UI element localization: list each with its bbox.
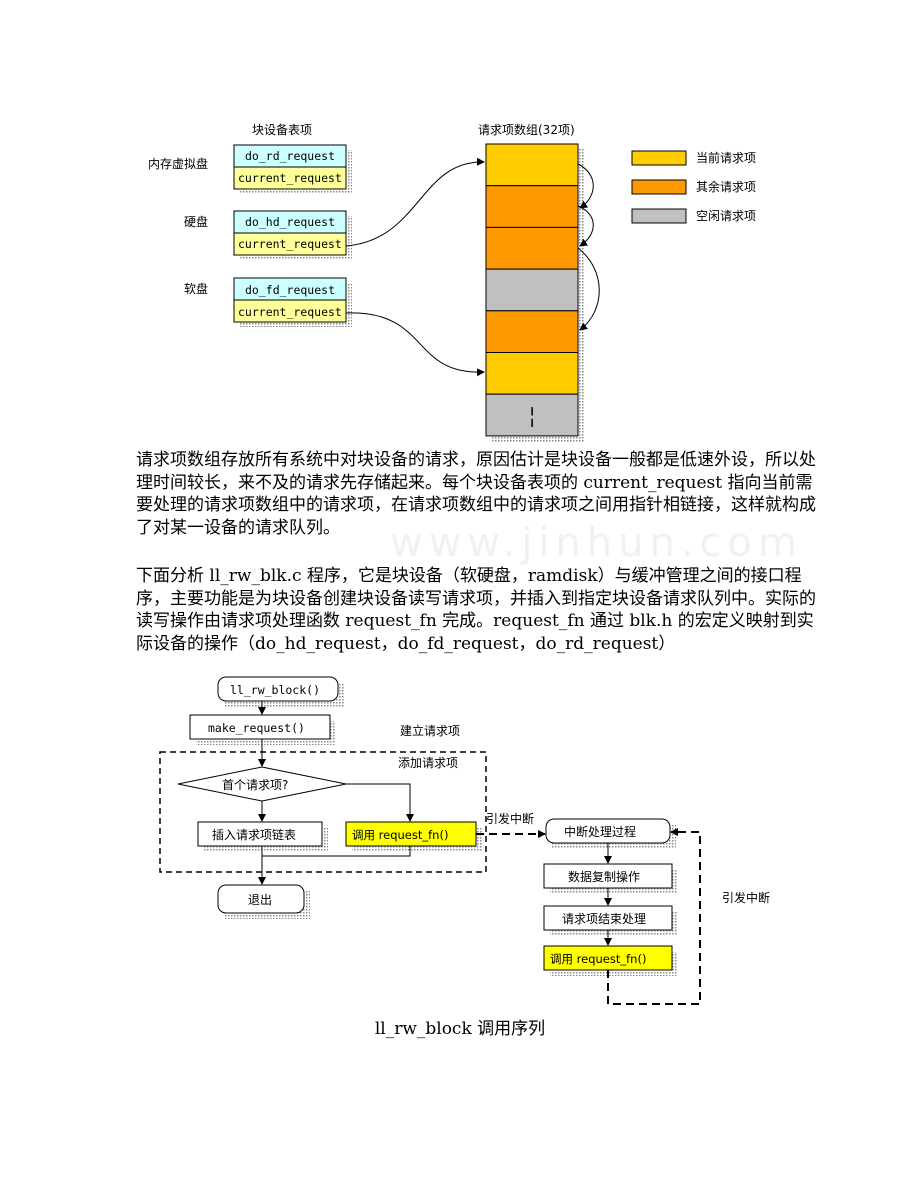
make-request-label: make_request()	[208, 721, 305, 735]
setup-request-label: 建立请求项	[400, 723, 460, 738]
device-entry-harddisk: 硬盘 do_hd_request current_request	[184, 210, 352, 260]
make-request-node	[189, 714, 331, 740]
request-array-diagram: 块设备表项 内存虚拟盘 do_rd_request current_reques…	[148, 122, 756, 443]
call-request-fn-node	[345, 821, 477, 847]
request-array-cell-other	[485, 310, 579, 354]
current-request-label: current_request	[238, 171, 342, 185]
exit-node	[217, 884, 305, 914]
request-array-cell-current	[485, 352, 579, 395]
device-label: 内存虚拟盘	[148, 156, 208, 171]
device-entry-ramdisk: 内存虚拟盘 do_rd_request current_request	[148, 144, 352, 194]
raise-interrupt-label-2: 引发中断	[722, 890, 770, 905]
current-cell	[233, 299, 347, 323]
request-array-cell-free	[485, 393, 579, 437]
legend-label-free: 空闲请求项	[696, 209, 756, 223]
device-label: 硬盘	[184, 214, 208, 229]
call-request-fn-label: 调用 request_fn()	[352, 828, 448, 842]
request-array-title: 请求项数组(32项)	[478, 122, 575, 137]
current-request-label: current_request	[238, 237, 342, 251]
figure-caption: ll_rw_block 调用序列	[374, 1019, 546, 1039]
add-request-region	[159, 751, 487, 873]
request-array-cell-free	[485, 268, 579, 312]
ll-rw-block-flowchart: ll_rw_block() make_request() 建立请求项 添加请求项…	[159, 676, 770, 1005]
exit-label: 退出	[248, 893, 272, 907]
paragraph-request-array: 请求项数组存放所有系统中对块设备的请求，原因估计是块设备一般都是低速外设，所以处…	[136, 450, 816, 538]
current-cell	[233, 166, 347, 190]
func-name: do_hd_request	[245, 215, 335, 229]
legend-swatch-current	[631, 150, 687, 166]
add-request-label: 添加请求项	[398, 756, 458, 770]
paragraph-ll-rw-blk: 下面分析 ll_rw_blk.c 程序，它是块设备（软硬盘，ramdisk）与缓…	[136, 566, 816, 654]
current-request-label: current_request	[238, 305, 342, 319]
request-array-cell-other	[485, 185, 579, 228]
link-arrow	[577, 205, 594, 247]
link-arrow	[577, 163, 594, 209]
link-arrow	[577, 247, 600, 331]
device-label: 软盘	[184, 281, 208, 296]
raise-interrupt-label-1: 引发中断	[486, 811, 534, 826]
data-copy-label: 数据复制操作	[568, 869, 640, 884]
hd-current-pointer-arrow	[345, 157, 485, 247]
func-name: do_fd_request	[245, 283, 335, 297]
request-array	[485, 143, 579, 437]
device-entry-floppy: 软盘 do_fd_request current_request	[184, 277, 352, 327]
legend-swatch-free	[631, 208, 687, 224]
call-request-fn-label-2: 调用 request_fn()	[550, 952, 646, 966]
ll-rw-block-node	[217, 676, 339, 702]
current-cell	[233, 232, 347, 256]
request-array-cell-other	[485, 226, 579, 270]
array-ellipsis: ╎	[526, 405, 538, 429]
legend: 当前请求项 其余请求项 空闲请求项	[631, 150, 756, 224]
legend-label-other: 其余请求项	[696, 179, 756, 194]
call-request-fn-node-2	[543, 945, 673, 971]
insert-list-label: 插入请求项链表	[212, 827, 296, 842]
legend-swatch-other	[631, 179, 687, 195]
data-copy-node	[543, 863, 673, 889]
func-name: do_rd_request	[245, 149, 335, 163]
insert-list-node	[197, 821, 323, 847]
first-request-label: 首个请求项?	[222, 778, 288, 792]
request-end-node	[543, 905, 673, 931]
legend-label-current: 当前请求项	[696, 150, 756, 165]
block-table-title: 块设备表项	[252, 123, 312, 137]
fd-current-pointer-arrow	[345, 312, 485, 377]
request-array-cell-current	[485, 143, 579, 187]
request-end-label: 请求项结束处理	[562, 912, 646, 926]
ll-rw-block-label: ll_rw_block()	[230, 683, 320, 697]
interrupt-handler-label: 中断处理过程	[564, 824, 636, 839]
